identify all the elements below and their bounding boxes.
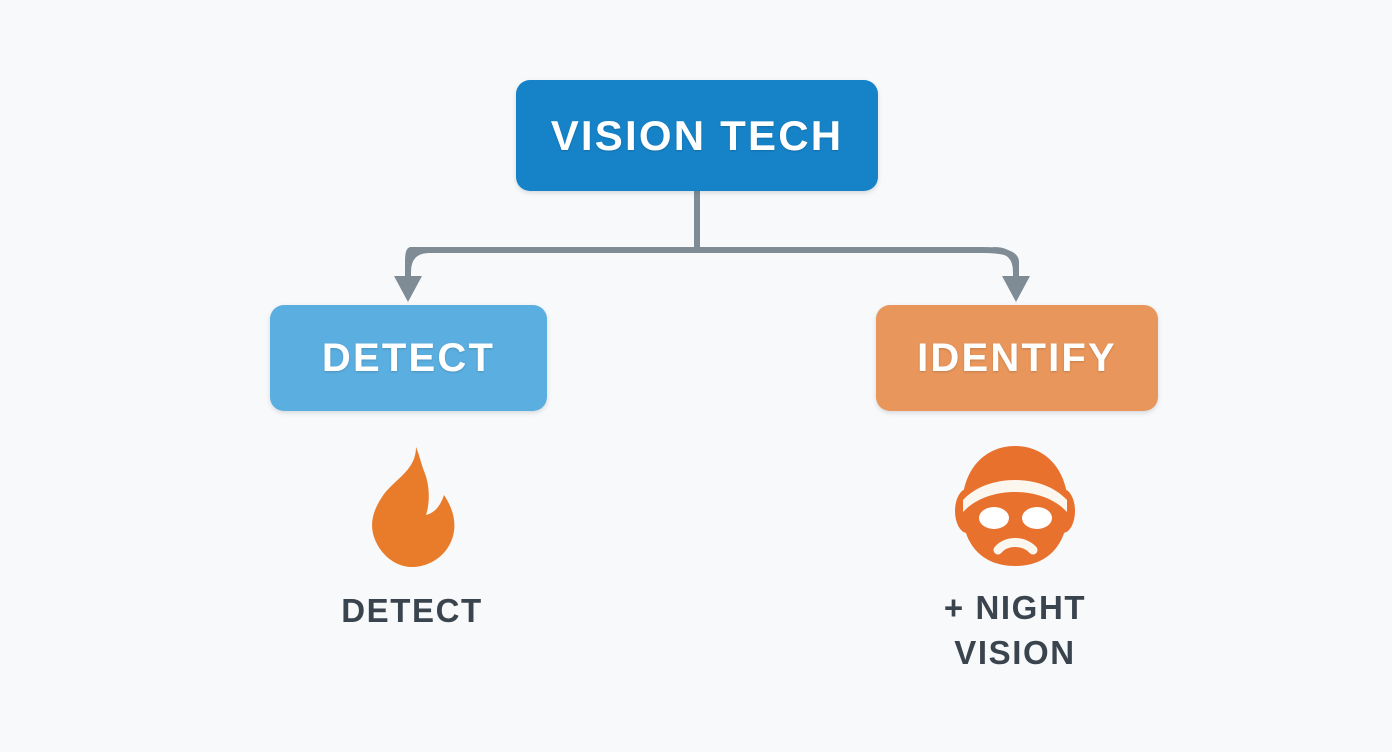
node-detect[interactable]: DETECT — [270, 305, 547, 411]
connector-right-elbow — [991, 247, 1019, 275]
leaf-identify: + NIGHT VISION — [895, 440, 1135, 676]
node-detect-label: DETECT — [321, 336, 496, 380]
night-vision-goggles-face-icon — [955, 446, 1075, 566]
connector-left-drop — [405, 247, 414, 285]
leaf-detect: DETECT — [292, 445, 532, 634]
connector-right-drop — [980, 247, 1019, 285]
node-identify[interactable]: IDENTIFY — [876, 305, 1158, 411]
connector-left-elbow — [405, 247, 433, 275]
node-identify-label: IDENTIFY — [917, 336, 1117, 380]
node-vision-tech-label: VISION TECH — [550, 111, 844, 159]
leaf-detect-caption: DETECT — [341, 592, 483, 629]
flame-icon — [372, 447, 455, 567]
leaf-identify-caption: + NIGHT VISION — [943, 589, 1087, 671]
node-vision-tech[interactable]: VISION TECH — [516, 80, 878, 191]
arrowhead-right — [1002, 276, 1030, 302]
arrowhead-left — [394, 276, 422, 302]
